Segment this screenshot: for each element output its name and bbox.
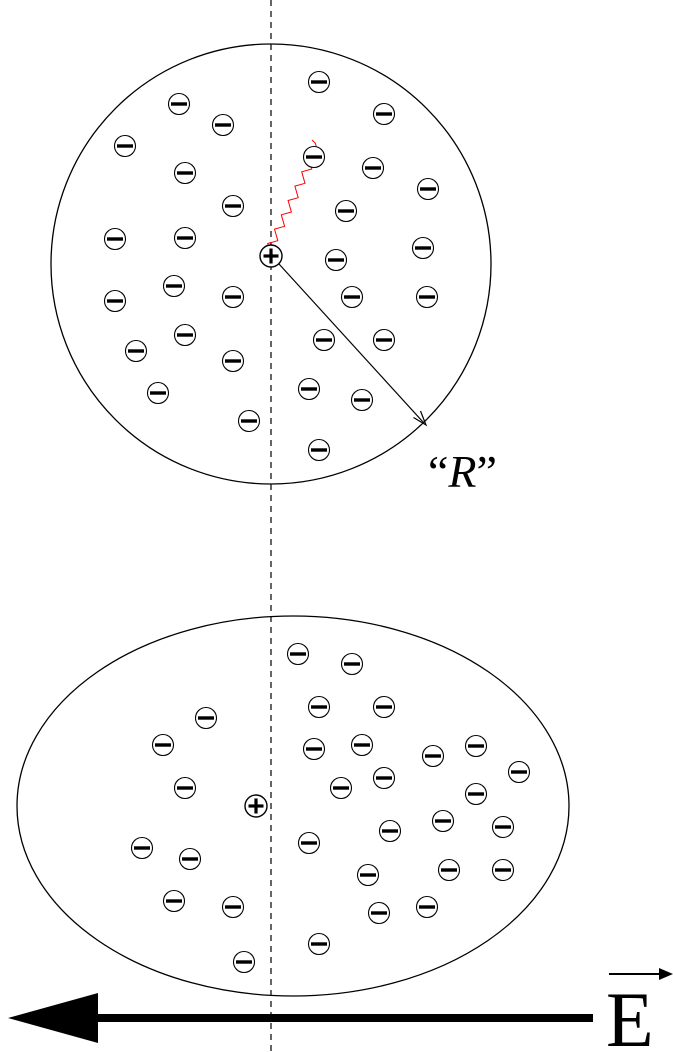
electron-icon — [113, 134, 137, 158]
field-label: E — [606, 968, 673, 1052]
electric-field-arrow — [8, 993, 593, 1043]
electron-icon — [103, 289, 127, 313]
electron-cloud-boundary — [50, 43, 492, 485]
radius-close-quote: ” — [477, 446, 497, 497]
electron-icon — [302, 145, 326, 169]
electron-icon — [162, 274, 186, 298]
electron-icon — [378, 819, 402, 843]
electron-icon — [237, 409, 261, 433]
nucleus-icon — [244, 794, 268, 818]
electron-icon — [221, 349, 245, 373]
electron-icon — [146, 381, 170, 405]
electron-icon — [307, 70, 331, 94]
arrow-left-icon — [8, 993, 98, 1043]
field-symbol: E — [606, 976, 654, 1052]
electron-icon — [350, 388, 374, 412]
electron-icon — [464, 734, 488, 758]
electron-icon — [372, 102, 396, 126]
atom-polarized — [16, 615, 570, 997]
electron-icon — [431, 809, 455, 833]
electron-icon — [491, 858, 515, 882]
electron-icon — [312, 328, 336, 352]
electron-icon — [329, 776, 353, 800]
radius-symbol: R — [447, 446, 476, 497]
electron-icon — [356, 863, 380, 887]
electron-icon — [507, 760, 531, 784]
electron-icon — [372, 695, 396, 719]
electron-icon — [415, 285, 439, 309]
electron-icon — [372, 328, 396, 352]
electron-icon — [130, 836, 154, 860]
electron-icon — [350, 733, 374, 757]
electron-icon — [173, 226, 197, 250]
electron-icon — [162, 889, 186, 913]
radius-label: “R” — [428, 446, 497, 497]
electron-icon — [151, 733, 175, 757]
electron-icon — [124, 339, 148, 363]
electron-icon — [421, 744, 445, 768]
electron-icon — [437, 858, 461, 882]
electron-icon — [297, 831, 321, 855]
distorted-cloud-boundary — [16, 615, 570, 997]
electron-icon — [307, 932, 331, 956]
electron-icon — [178, 847, 202, 871]
electron-icon — [334, 199, 358, 223]
electron-icon — [194, 706, 218, 730]
electron-icon — [491, 815, 515, 839]
electron-icon — [415, 895, 439, 919]
radius-arrowhead-icon — [413, 410, 428, 427]
electron-icon — [211, 113, 235, 137]
electron-icon — [167, 92, 191, 116]
electron-icon — [411, 236, 435, 260]
vector-arrow-icon — [659, 968, 673, 980]
electron-icon — [361, 156, 385, 180]
electron-icon — [173, 776, 197, 800]
electron-icon — [221, 285, 245, 309]
electron-icon — [302, 737, 326, 761]
electron-icon — [340, 652, 364, 676]
electron-icon — [173, 323, 197, 347]
electron-icon — [221, 895, 245, 919]
electron-icon — [232, 950, 256, 974]
electron-icon — [340, 285, 364, 309]
electron-icon — [416, 177, 440, 201]
electron-icon — [307, 438, 331, 462]
electron-icon — [307, 695, 331, 719]
electron-icon — [286, 642, 310, 666]
electron-icon — [221, 194, 245, 218]
electron-icon — [173, 161, 197, 185]
electron-icon — [372, 766, 396, 790]
electron-icon — [324, 248, 348, 272]
electron-icon — [297, 377, 321, 401]
nucleus-icon — [259, 244, 283, 268]
electron-icon — [367, 901, 391, 925]
atom-unpolarized: “R” — [50, 43, 497, 497]
electron-icon — [103, 227, 127, 251]
electron-group-bottom — [130, 642, 531, 974]
electron-group-top — [103, 70, 440, 462]
electron-icon — [464, 782, 488, 806]
radius-arrow — [278, 263, 424, 423]
radius-open-quote: “ — [428, 446, 448, 497]
